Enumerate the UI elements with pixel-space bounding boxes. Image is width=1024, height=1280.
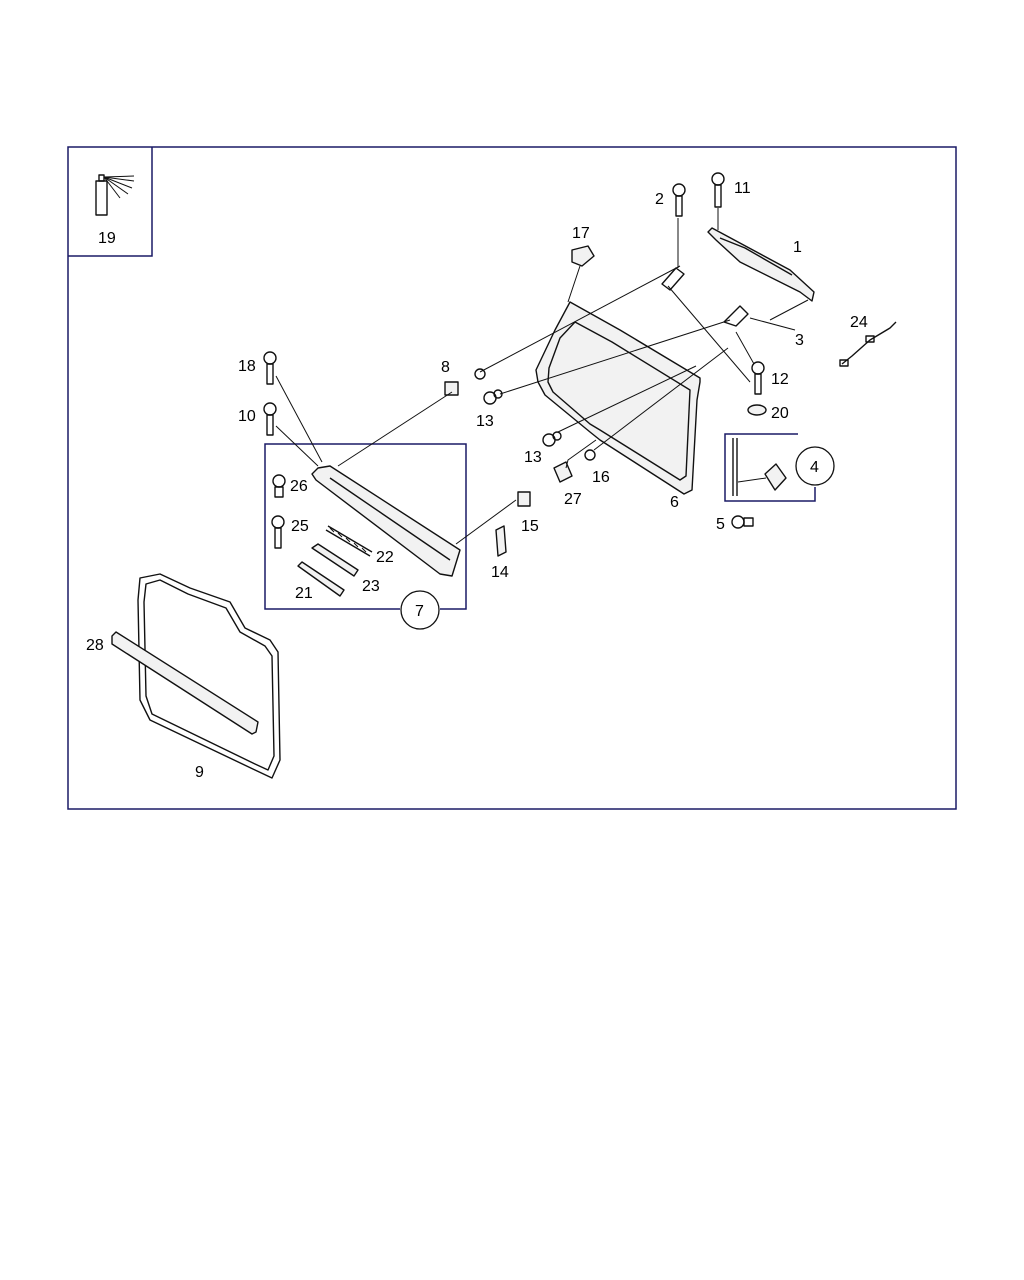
part-17-clip: [571, 245, 595, 267]
part-4-mount: [764, 463, 787, 491]
callout-8: 8: [441, 359, 450, 376]
callout-19: 19: [98, 230, 116, 247]
callout-14: 14: [491, 564, 509, 581]
callout-9: 9: [195, 764, 204, 781]
part-23-lens: [311, 543, 359, 577]
part-12-screw: [751, 361, 765, 395]
spray-can-icon: [95, 174, 135, 216]
callout-27: 27: [564, 491, 582, 508]
callout-1: 1: [793, 239, 802, 256]
leader-lines: [275, 208, 809, 545]
part-24-wiring: [841, 321, 897, 365]
callout-18: 18: [238, 358, 256, 375]
callout-13-second: 13: [524, 449, 542, 466]
kit-4-circle: [795, 446, 835, 486]
callout-5: 5: [716, 516, 725, 533]
part-25-screw: [271, 515, 285, 549]
part-3-bracket: [723, 305, 749, 327]
callout-labels: 1 2 3 4 5 6 7 8 9 10 11 12 13 13 14 15 1…: [86, 180, 868, 781]
part-26-bulb: [272, 474, 286, 498]
part-18-screw: [263, 351, 277, 385]
callout-26: 26: [290, 478, 308, 495]
part-grommet: [474, 368, 486, 380]
part-7-light-bar: [311, 465, 461, 577]
callout-22: 22: [376, 549, 394, 566]
callout-2: 2: [655, 191, 664, 208]
part-2-screw: [672, 183, 686, 217]
callout-16: 16: [592, 469, 610, 486]
callout-28: 28: [86, 637, 104, 654]
part-4-gas-strut: [732, 438, 738, 496]
callout-17: 17: [572, 225, 590, 242]
callout-23: 23: [362, 578, 380, 595]
part-16-grommet: [584, 449, 596, 461]
callout-25: 25: [291, 518, 309, 535]
part-5-ball-joint: [731, 515, 754, 529]
callout-15: 15: [521, 518, 539, 535]
part-10-screw: [263, 402, 277, 436]
part-6-inner-panel: [535, 301, 701, 495]
callout-24: 24: [850, 314, 868, 331]
part-8-nut: [444, 381, 459, 396]
part-21-lens: [297, 561, 345, 597]
callout-7: 7: [415, 603, 424, 620]
callout-6: 6: [670, 494, 679, 511]
part-20-bushing: [747, 404, 767, 416]
kit-4-box: [724, 433, 816, 502]
part-14-clip: [495, 525, 507, 557]
part-9-seal: [137, 573, 281, 779]
callout-10: 10: [238, 408, 256, 425]
callout-12: 12: [771, 371, 789, 388]
callout-13: 13: [476, 413, 494, 430]
part-1-upper-trim: [707, 227, 815, 302]
callout-3: 3: [795, 332, 804, 349]
kit-7-box: [264, 443, 467, 610]
kit-7-circle: [400, 590, 440, 630]
part-15-nut: [517, 491, 531, 507]
part-22-led-strip: [325, 525, 373, 557]
part-11-screw: [711, 172, 725, 208]
part-bracket-2: [661, 267, 685, 291]
callout-11: 11: [734, 180, 751, 197]
part-27-cap: [553, 461, 573, 483]
sealant-inset-box: [68, 147, 153, 257]
callout-21: 21: [295, 585, 313, 602]
callout-20: 20: [771, 405, 789, 422]
part-28-strip: [111, 631, 259, 735]
diagram-frame: [67, 146, 957, 810]
callout-4: 4: [810, 459, 819, 476]
